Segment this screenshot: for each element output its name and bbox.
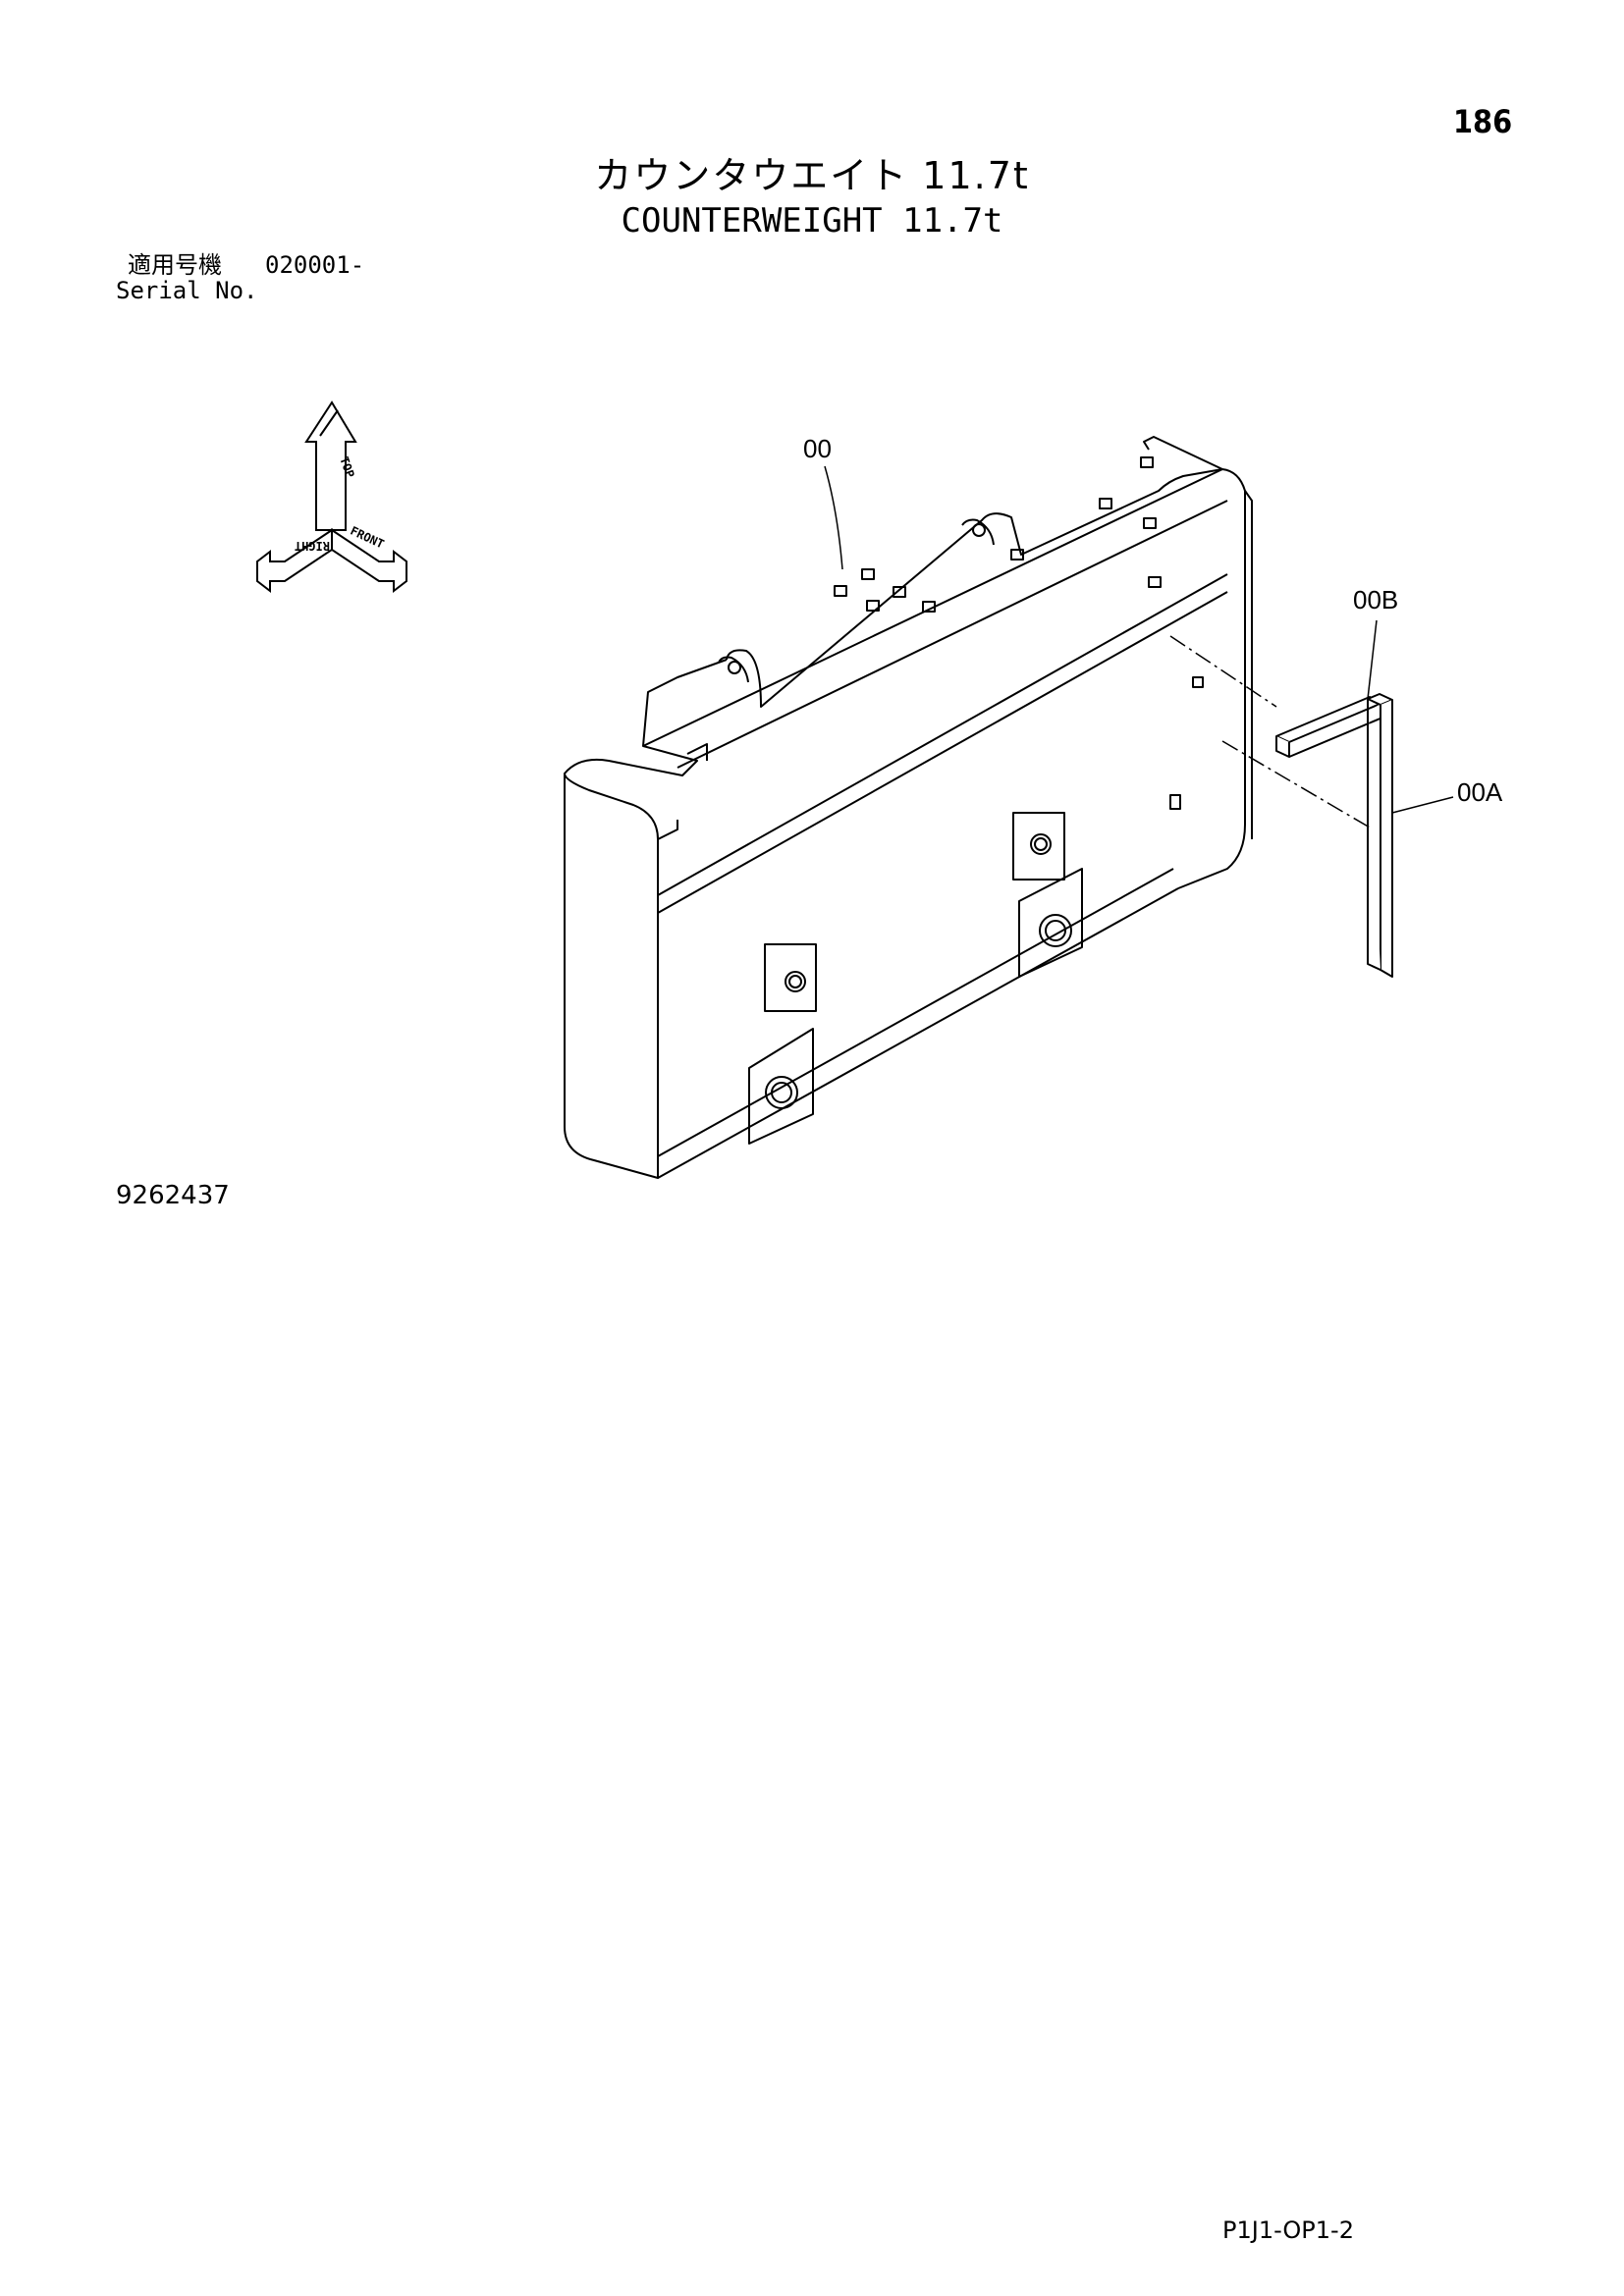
top-arrow-icon bbox=[304, 400, 357, 531]
callout-00b: 00B bbox=[1353, 585, 1398, 614]
right-arrow-icon bbox=[256, 528, 333, 594]
bar-part-00b bbox=[1275, 696, 1383, 758]
counterweight-drawing bbox=[564, 436, 1253, 1179]
callout-00: 00 bbox=[803, 434, 832, 463]
orientation-right-label: RIGHT bbox=[295, 539, 330, 553]
serial-range: 020001- bbox=[265, 251, 365, 279]
drawing-number: 9262437 bbox=[116, 1181, 230, 1210]
mounting-plates bbox=[748, 812, 1083, 1145]
leader-lines bbox=[824, 465, 1454, 814]
serial-label-english: Serial No. bbox=[116, 277, 258, 304]
assembly-lines bbox=[1169, 635, 1371, 828]
serial-label-japanese: 適用号機 bbox=[128, 251, 222, 279]
orientation-top-label: TOP bbox=[337, 454, 357, 479]
bolt-blocks bbox=[834, 456, 1204, 810]
page-number: 186 bbox=[1453, 103, 1513, 140]
front-arrow-icon bbox=[331, 528, 407, 594]
callout-00a: 00A bbox=[1457, 777, 1503, 807]
sheet-code: P1J1-OP1-2 bbox=[1222, 2216, 1354, 2244]
bar-part-00a bbox=[1367, 693, 1393, 978]
orientation-indicator: TOP RIGHT FRONT bbox=[256, 400, 407, 594]
title-english: COUNTERWEIGHT 11.7t bbox=[621, 201, 1003, 240]
title-japanese: カウンタウエイト 11.7t bbox=[594, 154, 1030, 197]
